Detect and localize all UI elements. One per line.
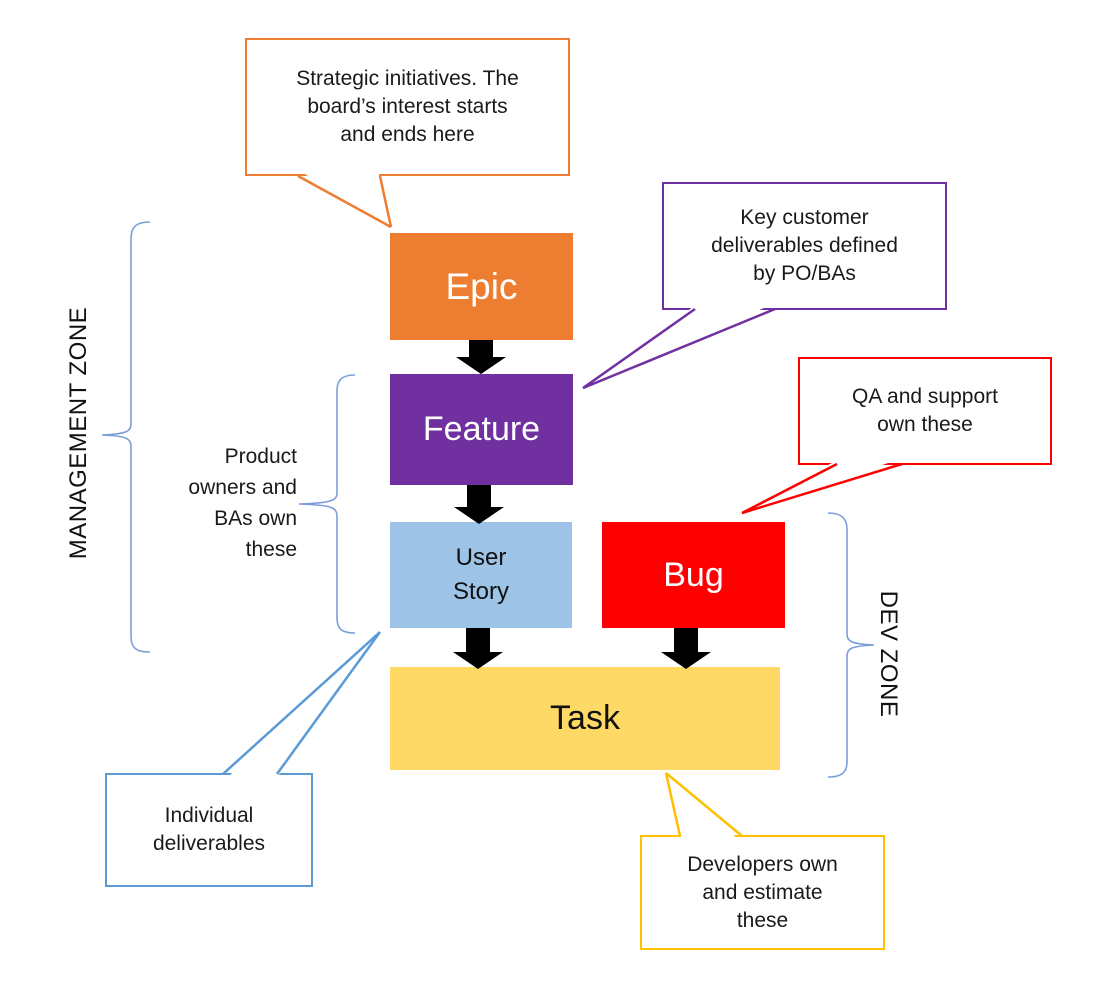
task-box: Task [390, 667, 780, 770]
dev-zone-label: DEV ZONE [875, 590, 902, 718]
management-zone-brace [101, 221, 151, 653]
arrow-feature-to-user-story [454, 485, 504, 524]
bug-box: Bug [602, 522, 785, 628]
epic-box: Epic [390, 233, 573, 340]
task-callout-tail [665, 772, 743, 837]
bug-callout: QA and support own these [798, 357, 1052, 465]
task-callout: Developers own and estimate these [640, 835, 885, 950]
epic-callout-tail [297, 174, 392, 229]
feature-label: Feature [422, 410, 541, 448]
user-story-callout: Individual deliverables [105, 773, 313, 887]
epic-callout-tail [378, 175, 393, 228]
task-label: Task [550, 699, 620, 737]
epic-label: Epic [445, 265, 518, 307]
task-callout-text: Developers own and estimate these [687, 852, 838, 932]
bug-callout-tail [741, 462, 903, 515]
bug-callout-tail [741, 462, 838, 515]
arrow-bug-to-task [661, 628, 711, 669]
bug-label: Bug [663, 555, 724, 594]
dev-zone-brace [827, 512, 875, 778]
product-owners-note: Product owners and BAs own these [188, 445, 297, 561]
bug-callout-tail-fill [742, 459, 900, 513]
task-callout-tail-fill [666, 775, 740, 841]
bug-callout-text: QA and support own these [852, 385, 998, 436]
epic-callout-tail-fill [300, 171, 391, 227]
task-callout-tail [664, 772, 682, 837]
user-story-label: User Story [452, 544, 509, 605]
arrow-epic-to-feature [456, 340, 506, 374]
feature-callout-tail-fill [583, 304, 773, 388]
feature-callout: Key customer deliverables defined by PO/… [662, 182, 947, 310]
user-story-box: User Story [390, 522, 572, 628]
product-owners-brace [298, 374, 356, 634]
epic-callout: Strategic initiatives. The board’s inter… [245, 38, 570, 176]
arrow-user-story-to-task [453, 628, 503, 669]
user-story-callout-text: Individual deliverables [152, 804, 266, 855]
user-story-callout-tail [275, 631, 382, 775]
feature-callout-tail [582, 307, 776, 390]
user-story-callout-tail [222, 631, 381, 775]
feature-box: Feature [390, 374, 573, 485]
feature-callout-tail [582, 307, 696, 390]
management-zone-label: MANAGEMENT ZONE [65, 306, 92, 560]
user-story-callout-tail-fill [225, 634, 380, 780]
feature-callout-text: Key customer deliverables defined by PO/… [711, 206, 898, 285]
epic-callout-text: Strategic initiatives. The board’s inter… [296, 67, 519, 146]
